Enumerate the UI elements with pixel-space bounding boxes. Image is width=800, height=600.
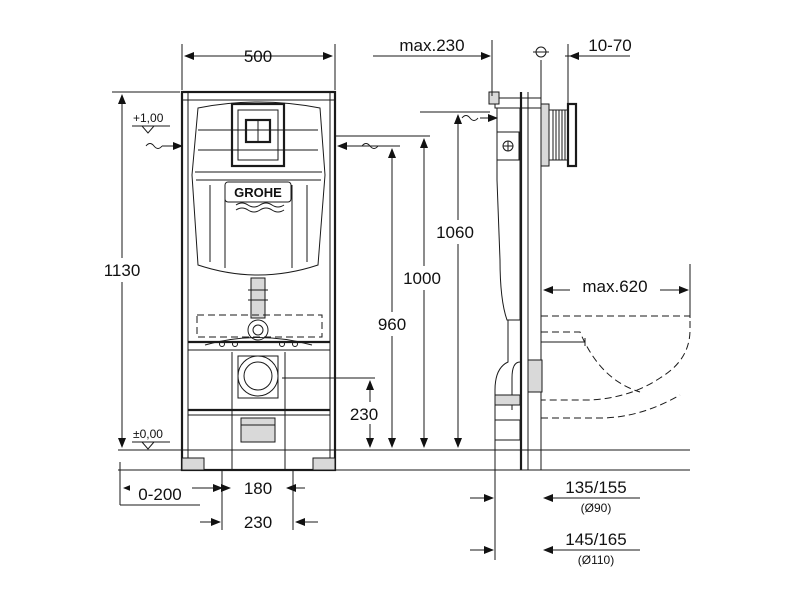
flush-plate-opening (230, 102, 286, 168)
dim-height-960: 960 (378, 315, 406, 334)
frame-outer (180, 90, 337, 472)
dim-height-1000: 1000 (403, 269, 441, 288)
right-foot (312, 457, 336, 471)
level-plus-label: +1,00 (133, 111, 164, 125)
dim-spacing-180: 180 (244, 479, 272, 498)
front-view: GROHE (145, 90, 379, 472)
dim-10-70: 10-70 (588, 36, 631, 55)
dim-145-165: 145/165 (565, 530, 626, 549)
left-foot (181, 457, 205, 471)
logo-plate (224, 181, 292, 203)
dim-d90: (Ø90) (581, 501, 612, 515)
dim-spacing-230: 230 (244, 513, 272, 532)
dim-height-1060: 1060 (436, 223, 474, 242)
side-dimensions: max.230 10-70 max.620 135/155 (Ø90) 145/… (373, 36, 691, 567)
dim-width-500: 500 (244, 47, 272, 66)
bowl-dashed-side (541, 315, 691, 401)
cistern-side (496, 107, 521, 321)
brand-logo: GROHE (234, 185, 282, 200)
cistern-body (191, 101, 326, 276)
front-dimensions: 500 1130 +1,00 ±0,00 0-200 180 230 (104, 44, 490, 532)
dim-0-200: 0-200 (138, 485, 181, 504)
dim-max-620: max.620 (582, 277, 647, 296)
dim-height-230: 230 (350, 405, 378, 424)
side-view (461, 60, 691, 470)
dim-d110: (Ø110) (578, 553, 614, 567)
dim-135-155: 135/155 (565, 478, 626, 497)
dim-max-230: max.230 (399, 36, 464, 55)
dim-height-1130: 1130 (104, 261, 141, 280)
level-zero-label: ±0,00 (133, 427, 163, 441)
bowl-dashed-front (196, 314, 323, 338)
